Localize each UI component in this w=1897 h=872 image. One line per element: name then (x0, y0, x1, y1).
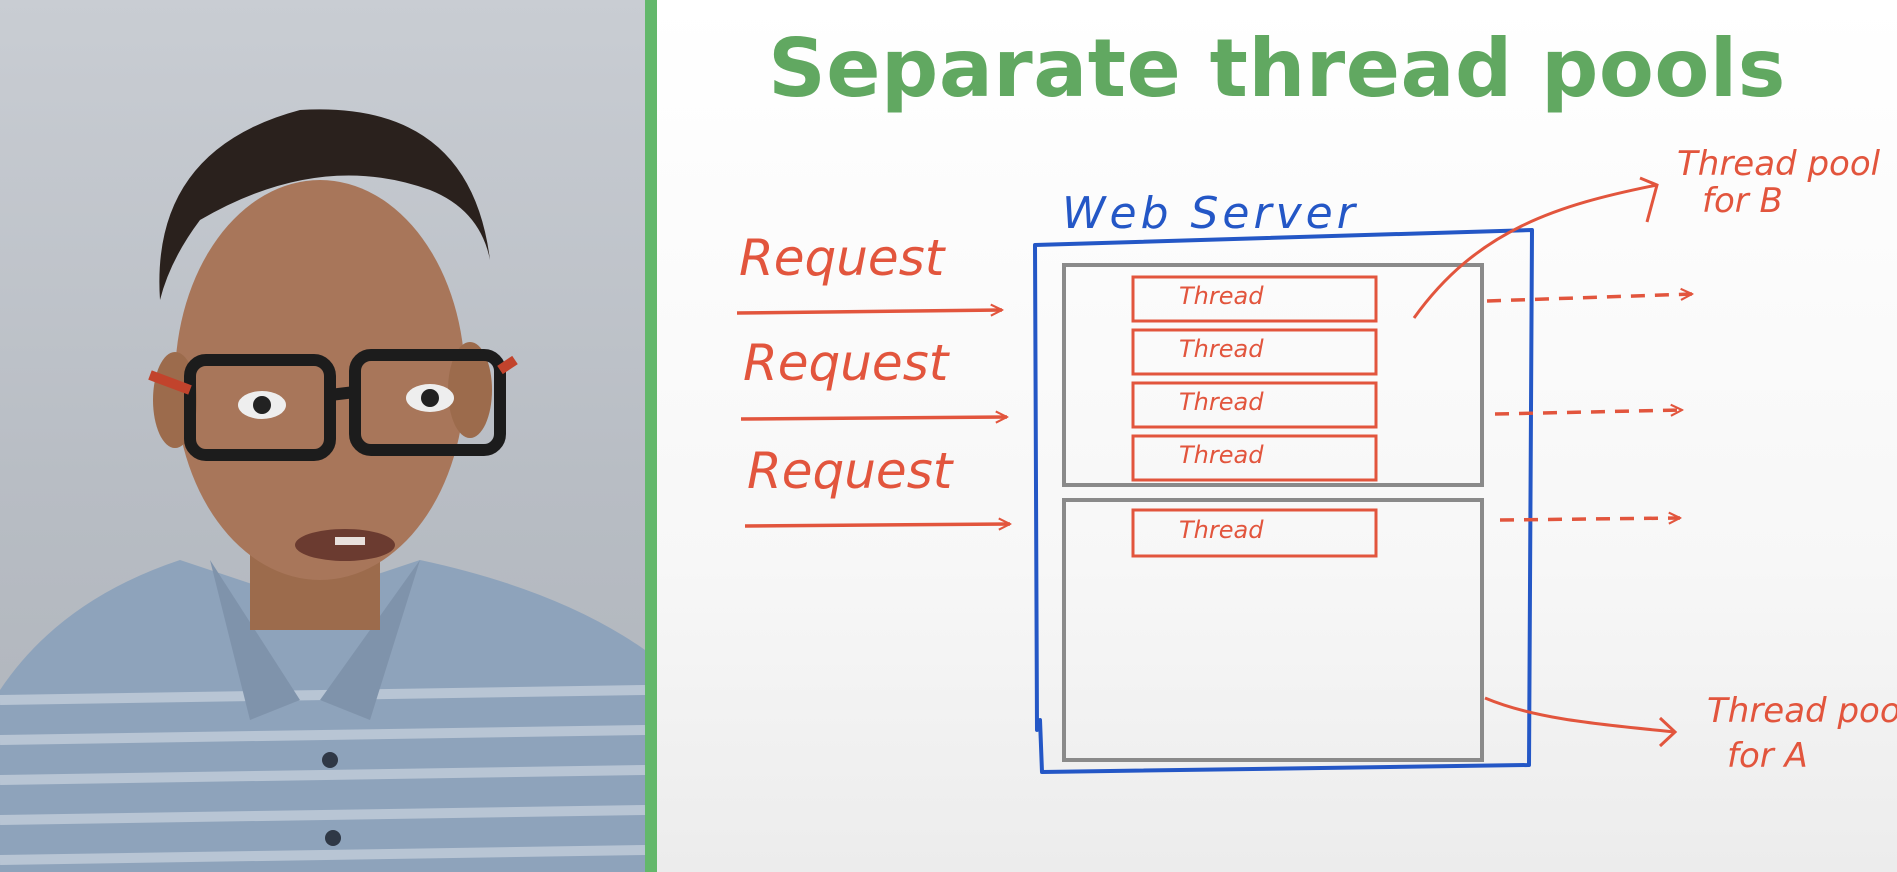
request-arrow (744, 524, 1010, 526)
thread-label: Thread (1179, 282, 1264, 310)
presenter-webcam (0, 0, 645, 872)
slide-panel: Separate thread pools (657, 0, 1897, 872)
thread-box: Thread (1131, 328, 1378, 376)
thread-box: Thread (1131, 508, 1378, 558)
outgoing-dashed-arrows (1486, 294, 1692, 520)
callout-a-line1: Thread pool (1707, 691, 1897, 731)
panel-divider (645, 0, 657, 872)
web-server-label: Web Server (1062, 188, 1359, 239)
callout-b-arrow (1412, 183, 1658, 319)
slide-title: Separate thread pools (768, 22, 1786, 115)
presenter-image (0, 109, 645, 872)
thread-box: Thread (1131, 275, 1378, 323)
request-arrow (736, 310, 1002, 313)
thread-box: Thread (1131, 381, 1378, 429)
web-server-box (1033, 228, 1534, 774)
thread-pool-b-box (1062, 263, 1484, 487)
thread-pool-diagram: Web Server Thread Thread Thread Thread T… (736, 144, 1897, 776)
dashed-arrow (1499, 518, 1680, 520)
callout-b-arrowhead (1639, 176, 1659, 223)
request-label: Request (743, 334, 951, 392)
thread-box: Thread (1131, 434, 1378, 482)
thread-label: Thread (1179, 388, 1264, 416)
dashed-arrow (1494, 410, 1682, 414)
thread-pool-a-box (1062, 498, 1484, 762)
thread-label: Thread (1179, 335, 1264, 363)
request-arrow (740, 417, 1007, 419)
pool-b-threads: Thread Thread Thread Thread (1131, 275, 1378, 482)
callout-a-line2: for A (1727, 736, 1808, 776)
request-arrows: Request Request Request (736, 229, 1010, 526)
callout-a-arrow (1484, 696, 1676, 734)
pool-a-threads: Thread (1131, 508, 1378, 558)
dashed-arrow (1486, 294, 1692, 303)
callout-b-line1: Thread pool (1677, 144, 1881, 184)
thread-label: Thread (1179, 441, 1264, 469)
request-label: Request (739, 229, 947, 287)
request-label: Request (747, 442, 955, 500)
callout-a-arrowhead (1658, 716, 1678, 748)
thread-label: Thread (1179, 516, 1264, 544)
callout-b-line2: for B (1702, 181, 1783, 221)
